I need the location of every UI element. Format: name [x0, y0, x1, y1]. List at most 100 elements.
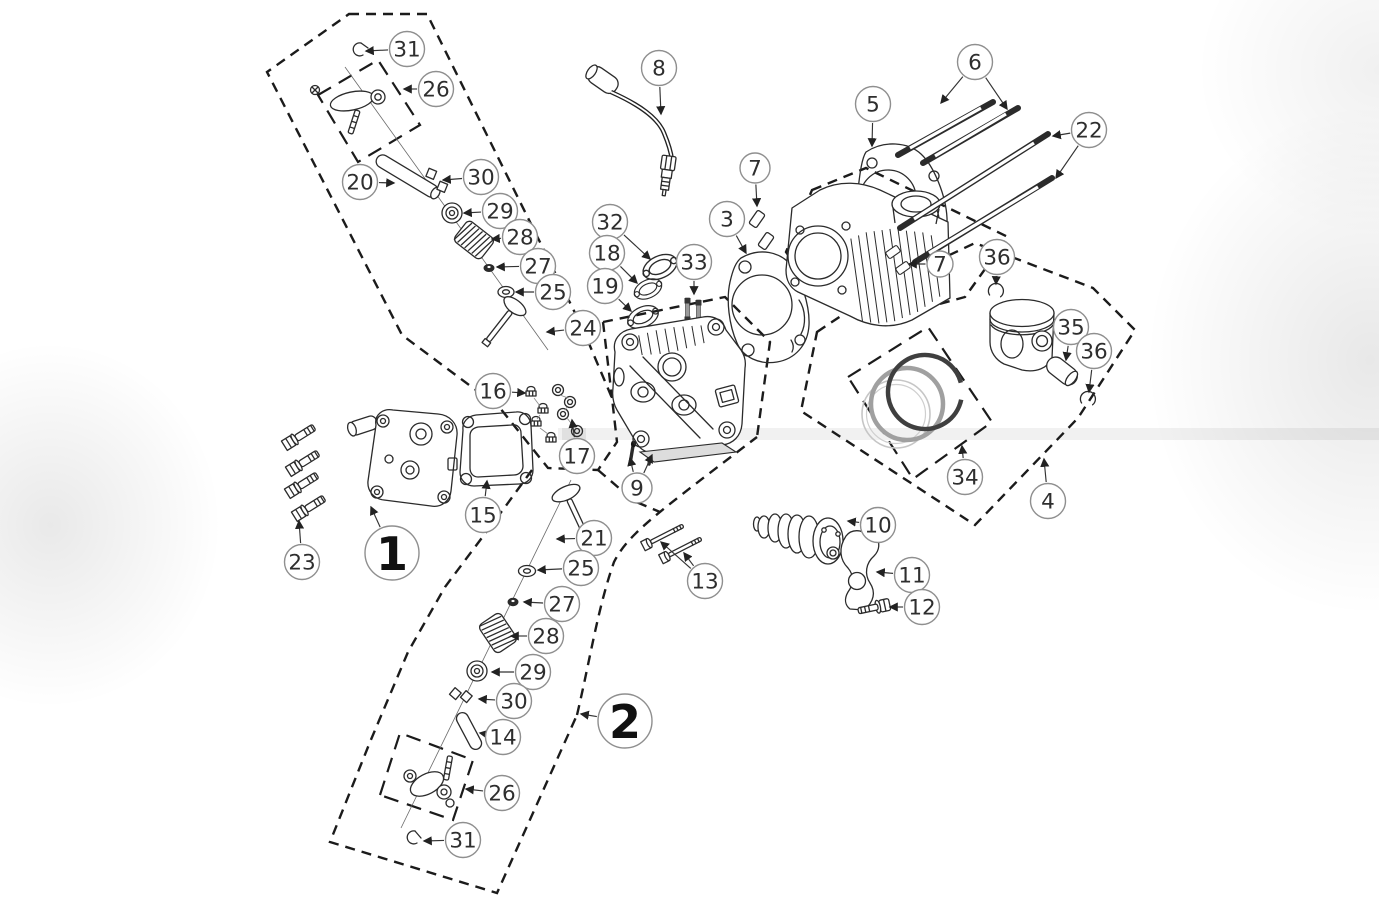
callout-36[interactable]: 36 — [1075, 332, 1113, 394]
callout-circle[interactable] — [364, 525, 420, 581]
callout-number: 34 — [951, 466, 978, 491]
callout-circle[interactable] — [739, 152, 771, 184]
callout-26[interactable]: 26 — [402, 70, 455, 108]
callout-circle[interactable] — [444, 821, 482, 859]
callout-circle[interactable] — [903, 588, 941, 626]
callout-26[interactable]: 26 — [464, 774, 521, 812]
callout-3[interactable]: 3 — [708, 200, 747, 255]
callout-circle[interactable] — [462, 158, 500, 196]
callout-13[interactable]: 13 — [659, 541, 724, 600]
callout-circle[interactable] — [686, 562, 724, 600]
callout-7[interactable]: 7 — [739, 152, 771, 208]
callout-circle[interactable] — [543, 585, 581, 623]
callout-circle[interactable] — [514, 653, 552, 691]
callout-circle[interactable] — [527, 617, 565, 655]
callout-circle[interactable] — [586, 267, 624, 305]
callout-number: 10 — [864, 514, 891, 539]
callout-23[interactable]: 23 — [283, 519, 321, 581]
piston-ring-box — [846, 325, 994, 481]
callout-circle[interactable] — [1029, 482, 1067, 520]
leader-line — [620, 266, 638, 284]
callout-31[interactable]: 31 — [422, 821, 482, 859]
part-dowel-pins-7-left — [748, 209, 775, 251]
callout-circle[interactable] — [283, 543, 321, 581]
callout-circle[interactable] — [562, 549, 600, 587]
callout-8[interactable]: 8 — [640, 49, 678, 116]
callout-circle[interactable] — [708, 200, 746, 238]
callout-circle[interactable] — [484, 718, 522, 756]
callout-5[interactable]: 5 — [854, 85, 892, 148]
callout-9[interactable]: 9 — [621, 453, 653, 504]
callout-28[interactable]: 28 — [509, 617, 565, 655]
callout-circle[interactable] — [564, 309, 602, 347]
callout-28[interactable]: 28 — [490, 218, 539, 256]
callout-1[interactable]: 1 — [364, 505, 420, 581]
callout-circle[interactable] — [1070, 111, 1108, 149]
callout-7[interactable]: 7 — [907, 250, 954, 278]
callout-11[interactable]: 11 — [875, 556, 931, 594]
callout-19[interactable]: 19 — [586, 267, 632, 312]
leader-line — [477, 694, 496, 705]
callout-circle[interactable] — [640, 49, 678, 87]
part-piston-ring-set-34 — [861, 352, 965, 449]
callout-6[interactable]: 6 — [940, 43, 1008, 111]
callout-circle[interactable] — [978, 238, 1016, 276]
callout-circle[interactable] — [495, 682, 533, 720]
callout-circle[interactable] — [1052, 308, 1090, 346]
callout-35[interactable]: 35 — [1052, 308, 1090, 362]
callout-30[interactable]: 30 — [441, 158, 500, 196]
leader-line — [627, 456, 637, 473]
callout-circle[interactable] — [483, 774, 521, 812]
callout-17[interactable]: 17 — [558, 418, 596, 475]
callout-30[interactable]: 30 — [477, 682, 533, 720]
callout-circle[interactable] — [956, 43, 994, 81]
callout-circle[interactable] — [501, 218, 539, 256]
callout-circle[interactable] — [926, 250, 954, 278]
callout-circle[interactable] — [417, 70, 455, 108]
callout-21[interactable]: 21 — [555, 519, 613, 557]
part-spring-seat-bottom — [517, 564, 537, 578]
callout-25[interactable]: 25 — [536, 549, 600, 587]
callout-circle[interactable] — [534, 273, 572, 311]
part-valve-24 — [481, 296, 527, 348]
callout-10[interactable]: 10 — [846, 506, 897, 544]
callout-circle[interactable] — [474, 372, 512, 410]
callout-34[interactable]: 34 — [946, 444, 984, 496]
callout-27[interactable]: 27 — [522, 585, 581, 623]
callout-circle[interactable] — [558, 437, 596, 475]
callout-24[interactable]: 24 — [545, 309, 602, 347]
callout-circle[interactable] — [854, 85, 892, 123]
callout-14[interactable]: 14 — [478, 718, 522, 756]
callout-20[interactable]: 20 — [341, 163, 396, 201]
callout-29[interactable]: 29 — [462, 192, 519, 230]
callout-16[interactable]: 16 — [474, 372, 527, 410]
callout-circle[interactable] — [946, 458, 984, 496]
callout-number: 31 — [393, 38, 420, 63]
callout-circle[interactable] — [621, 472, 653, 504]
callout-31[interactable]: 31 — [364, 30, 426, 68]
callout-2[interactable]: 2 — [579, 693, 653, 749]
callout-circle[interactable] — [341, 163, 379, 201]
callout-36[interactable]: 36 — [978, 238, 1016, 286]
callout-circle[interactable] — [388, 30, 426, 68]
leader-line — [846, 517, 860, 527]
callout-18[interactable]: 18 — [588, 234, 638, 284]
callout-circle[interactable] — [597, 693, 653, 749]
callout-circle[interactable] — [675, 243, 713, 281]
callout-12[interactable]: 12 — [888, 588, 941, 626]
callout-15[interactable]: 15 — [464, 479, 502, 534]
callout-circle[interactable] — [859, 506, 897, 544]
callout-27[interactable]: 27 — [495, 247, 557, 285]
callout-25[interactable]: 25 — [514, 273, 572, 311]
callout-circle[interactable] — [481, 192, 519, 230]
callout-22[interactable]: 22 — [1051, 111, 1108, 180]
callout-32[interactable]: 32 — [591, 203, 652, 260]
callout-33[interactable]: 33 — [675, 243, 713, 296]
leader-line — [522, 597, 544, 608]
callout-circle[interactable] — [464, 496, 502, 534]
callout-4[interactable]: 4 — [1029, 457, 1067, 520]
callout-29[interactable]: 29 — [490, 653, 552, 691]
watermark-band — [558, 428, 1379, 440]
leader-line — [490, 233, 502, 244]
callout-circle[interactable] — [1075, 332, 1113, 370]
